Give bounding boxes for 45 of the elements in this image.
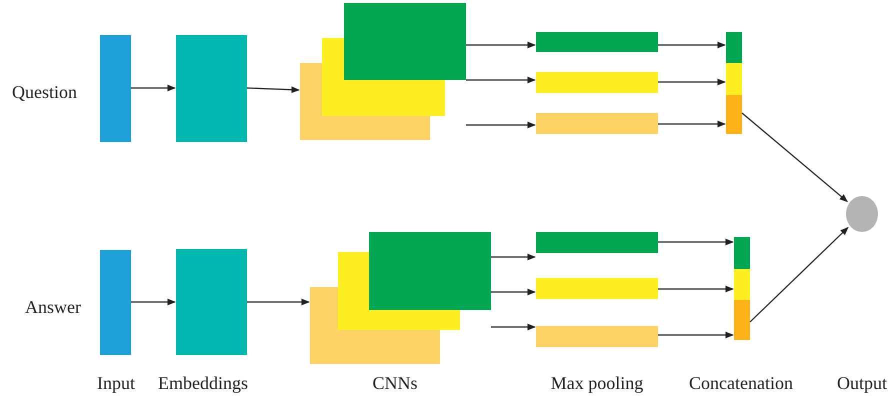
column-label: Concatenation — [689, 372, 793, 394]
arrow — [658, 120, 726, 128]
arrow — [658, 238, 734, 246]
column-label: Embeddings — [158, 372, 248, 394]
pooled-bar — [536, 232, 658, 253]
pooled-bar — [536, 278, 658, 299]
arrow — [246, 86, 300, 94]
concat-segment — [734, 237, 750, 269]
arrow — [658, 78, 726, 86]
input-bar — [100, 250, 131, 355]
input-bar — [100, 35, 131, 142]
concat-segment — [734, 300, 750, 340]
feature-map-stack — [300, 3, 466, 140]
pooled-bar — [536, 72, 658, 93]
row-label: Question — [12, 81, 77, 103]
concat-segment — [726, 95, 742, 134]
embedding-block — [176, 249, 247, 355]
arrow — [466, 42, 536, 48]
arrow — [131, 84, 176, 92]
arrow — [658, 332, 734, 338]
arrow — [750, 226, 849, 322]
arrow — [742, 112, 848, 202]
arrow — [491, 324, 536, 330]
column-label: Input — [97, 372, 135, 394]
concat-segment — [726, 63, 742, 95]
arrow — [247, 298, 310, 306]
column-label: Output — [837, 372, 887, 394]
arrow — [491, 288, 536, 296]
column-label: CNNs — [372, 372, 418, 394]
arrow — [131, 298, 176, 306]
arrow — [658, 286, 734, 292]
concat-segment — [734, 269, 750, 300]
arrow — [466, 76, 536, 84]
embedding-block — [176, 35, 247, 142]
arrow — [491, 254, 536, 260]
output-node — [846, 196, 878, 232]
arrow — [466, 122, 536, 128]
pooled-bar — [536, 326, 658, 347]
pooled-bar — [536, 32, 658, 52]
row-label: Answer — [25, 296, 81, 318]
arrow — [658, 42, 726, 48]
column-label: Max pooling — [550, 372, 644, 394]
concat-segment — [726, 32, 742, 63]
pooled-bar — [536, 113, 658, 134]
feature-map-stack — [310, 232, 491, 364]
